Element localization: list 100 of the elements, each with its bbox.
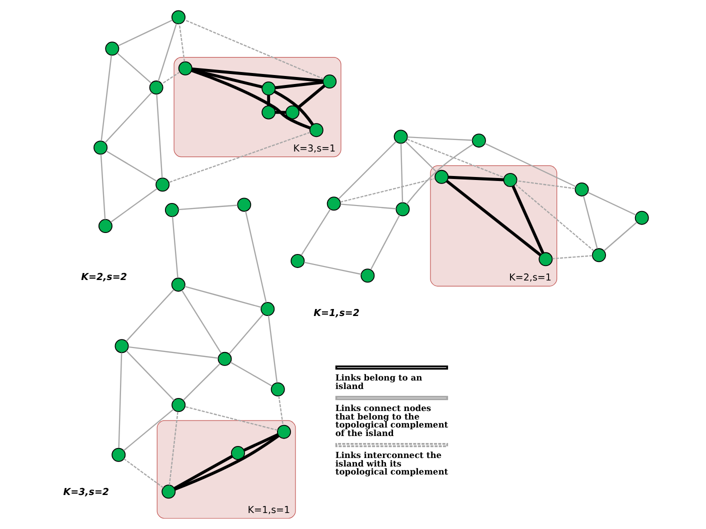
connector	[603, 222, 637, 252]
legend-label: Links belong to an island	[334, 372, 422, 391]
connector	[300, 209, 330, 256]
connector	[244, 211, 266, 303]
connector	[552, 255, 592, 260]
node-circle	[161, 484, 176, 499]
node-circle	[326, 196, 340, 211]
connector	[182, 363, 220, 401]
node-circle	[360, 268, 374, 283]
node-circle	[170, 278, 185, 292]
connector	[267, 316, 278, 383]
node-circle	[261, 105, 276, 120]
connector	[406, 136, 472, 141]
connector	[171, 216, 178, 278]
connector	[168, 412, 178, 486]
connector	[448, 176, 504, 182]
connector	[511, 186, 544, 254]
node-circle	[395, 202, 410, 216]
connector	[406, 138, 504, 178]
node-circle	[104, 42, 119, 56]
connector	[118, 20, 172, 46]
cluster: K=2,s=1	[430, 165, 557, 286]
node-circle	[276, 424, 290, 439]
legend-label: Links interconnect the island with its topological complement	[334, 450, 448, 477]
connector	[587, 192, 636, 216]
connector	[118, 352, 122, 448]
node-circle	[236, 198, 251, 212]
connector	[156, 94, 162, 178]
connector	[128, 346, 218, 359]
connector	[404, 140, 437, 173]
connector	[178, 24, 185, 62]
connector	[243, 433, 278, 452]
node-circle	[290, 254, 304, 268]
cluster: K=3,s=1	[173, 56, 341, 158]
connector	[273, 90, 314, 126]
connector	[582, 196, 598, 249]
connector	[191, 68, 323, 82]
connector	[174, 434, 279, 491]
connector	[116, 52, 152, 84]
connector	[274, 110, 286, 114]
connector	[516, 180, 575, 190]
connector	[105, 150, 157, 182]
connector	[340, 204, 396, 210]
node-circle	[284, 105, 299, 120]
node-circle	[574, 182, 588, 196]
connector	[406, 144, 473, 204]
legend-label: Links connect nodes that belong to the topological complement of the island	[334, 402, 448, 438]
connector	[370, 214, 400, 270]
connector	[122, 408, 174, 452]
node-circle	[322, 74, 336, 89]
connector	[180, 290, 222, 354]
connector	[274, 80, 323, 90]
node-circle	[170, 10, 185, 24]
connector	[184, 406, 278, 431]
connector	[266, 95, 270, 106]
connector	[184, 286, 261, 308]
connector	[100, 55, 112, 142]
node-circle	[538, 252, 552, 266]
connector	[338, 141, 396, 200]
connector	[100, 154, 106, 220]
connector	[123, 458, 164, 488]
connector	[161, 72, 180, 84]
connector	[278, 396, 284, 426]
node-circle	[217, 352, 232, 366]
connector	[184, 19, 324, 80]
node-circle	[114, 339, 128, 354]
label: K=1,s=2	[313, 308, 359, 319]
node-circle	[178, 61, 192, 76]
connector	[178, 204, 238, 210]
node-circle	[471, 134, 486, 148]
connector	[173, 455, 232, 490]
connector	[445, 180, 541, 256]
node-circle	[261, 82, 276, 96]
connector	[340, 178, 435, 203]
node-circle	[98, 219, 112, 234]
connector	[230, 362, 272, 386]
connector	[484, 142, 576, 188]
connector	[228, 314, 264, 354]
node-circle	[155, 178, 170, 192]
connector	[303, 262, 361, 275]
connector	[190, 69, 310, 130]
connector	[157, 24, 176, 82]
node-circle	[434, 170, 448, 184]
node-circle	[260, 302, 274, 316]
connector	[110, 188, 157, 223]
connector	[104, 92, 152, 144]
node-circle	[93, 140, 108, 155]
connector	[296, 84, 325, 110]
node-circle	[164, 203, 178, 218]
cluster: K=1,s=1	[156, 420, 296, 519]
node-circle	[230, 446, 244, 460]
connector	[400, 143, 403, 203]
node-circle	[634, 210, 648, 225]
node-circle	[308, 123, 323, 138]
connector	[126, 350, 174, 401]
label: K=3,s=2	[62, 486, 109, 498]
connector	[514, 184, 594, 252]
node-circle	[393, 130, 408, 144]
label: K=2,s=2	[80, 272, 126, 284]
node-circle	[591, 248, 606, 262]
